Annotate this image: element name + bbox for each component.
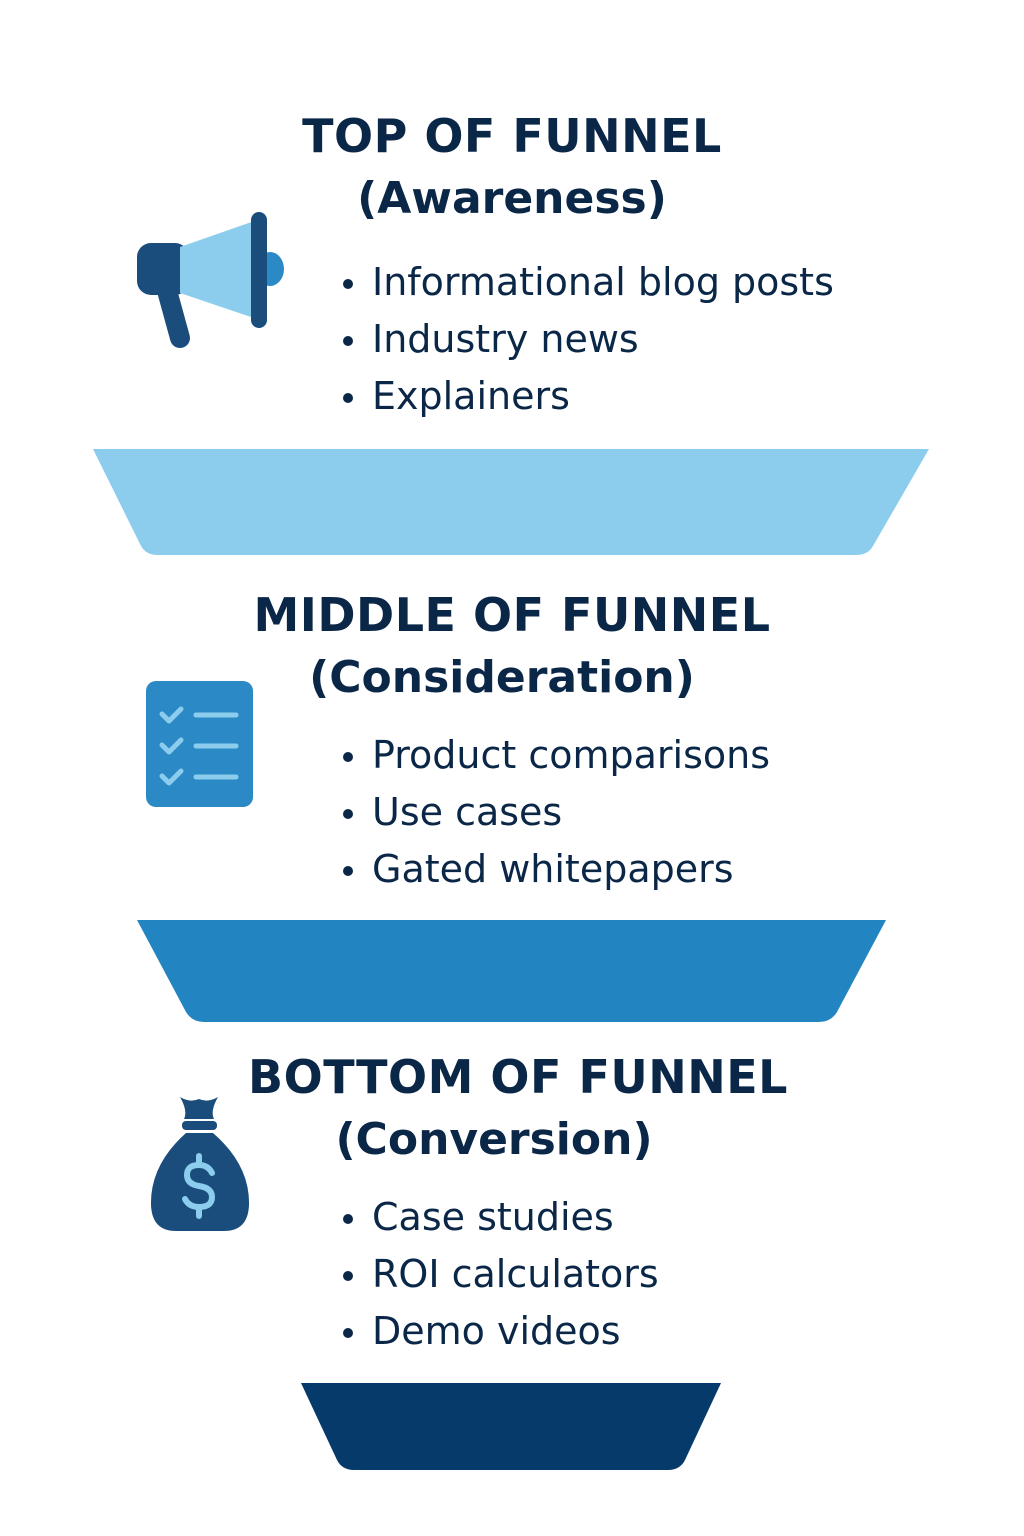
list-item: Demo videos <box>340 1303 659 1360</box>
list-item: Gated whitepapers <box>340 841 770 898</box>
bottom-funnel-subtitle: (Conversion) <box>335 1114 653 1165</box>
list-item: Use cases <box>340 784 770 841</box>
middle-funnel-list: Product comparisons Use cases Gated whit… <box>340 727 770 898</box>
top-funnel-subtitle: (Awareness) <box>357 173 667 224</box>
checklist-icon <box>146 681 253 807</box>
list-item: ROI calculators <box>340 1246 659 1303</box>
bottom-funnel-list: Case studies ROI calculators Demo videos <box>340 1189 659 1360</box>
top-funnel-list: Informational blog posts Industry news E… <box>340 254 834 425</box>
megaphone-icon <box>137 212 284 348</box>
list-item: Industry news <box>340 311 834 368</box>
list-item: Product comparisons <box>340 727 770 784</box>
middle-funnel-subtitle: (Consideration) <box>309 652 695 703</box>
money-bag-icon <box>150 1097 250 1231</box>
list-item: Explainers <box>340 368 834 425</box>
top-funnel-title: TOP OF FUNNEL <box>302 109 722 163</box>
list-item: Case studies <box>340 1189 659 1246</box>
list-item: Informational blog posts <box>340 254 834 311</box>
middle-funnel-title: MIDDLE OF FUNNEL <box>253 588 771 642</box>
bottom-funnel-title: BOTTOM OF FUNNEL <box>248 1050 788 1104</box>
